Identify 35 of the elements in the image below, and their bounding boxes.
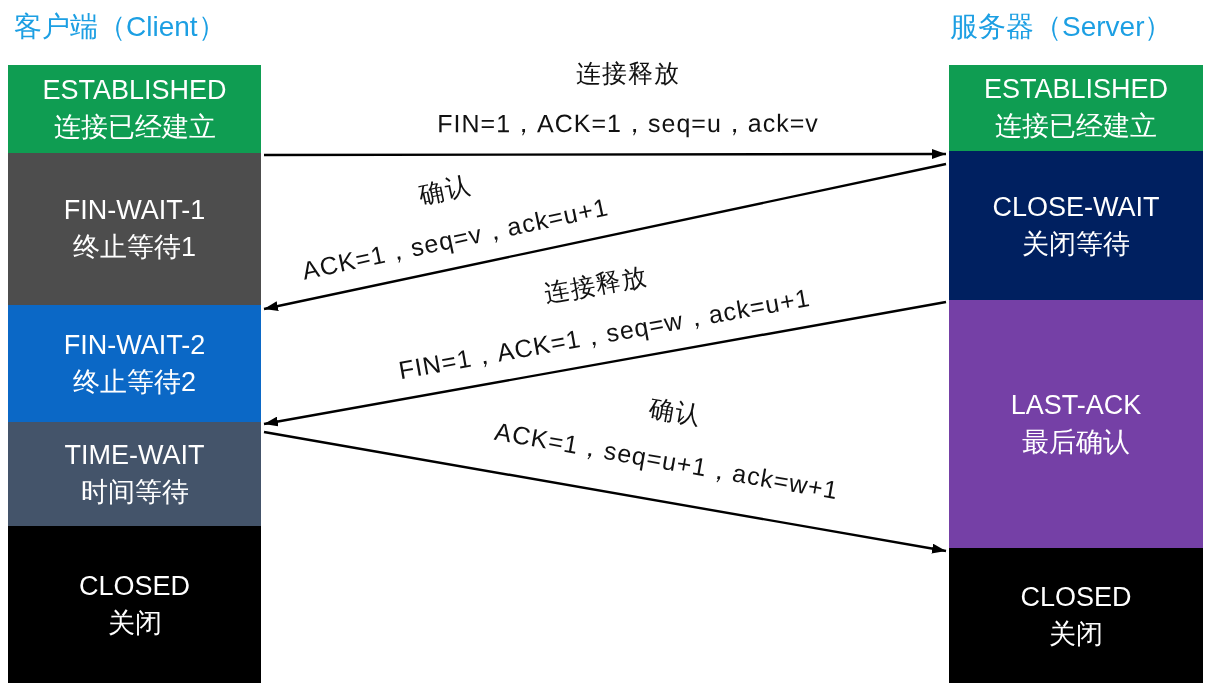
state-subtitle: 最后确认 <box>1022 426 1130 459</box>
state-box <box>949 300 1203 548</box>
arrow <box>263 300 947 427</box>
arrow <box>264 149 946 159</box>
state-box <box>8 65 261 153</box>
state-subtitle: 关闭 <box>107 606 162 640</box>
state-name: CLOSED <box>1020 580 1132 614</box>
state-name: FIN-WAIT-2 <box>63 328 206 362</box>
state-name: CLOSED <box>78 569 190 603</box>
edge-label: 确认 ACK=1，seq=u+1，ack=w+1 <box>491 392 842 507</box>
state-box <box>949 65 1203 151</box>
state-box <box>949 151 1203 300</box>
state-box <box>8 422 261 526</box>
state-name: TIME-WAIT <box>64 439 205 472</box>
column-heading: 服务器（Server） <box>950 10 1173 44</box>
state-subtitle: 关闭 <box>1049 617 1103 651</box>
state-box <box>8 153 261 305</box>
state-subtitle: 连接已经建立 <box>53 111 216 144</box>
state-box <box>949 548 1203 683</box>
state-name: CLOSE-WAIT <box>992 190 1160 224</box>
state-name: LAST-ACK <box>1010 389 1142 422</box>
edge-label: 连接释放 FIN=1，ACK=1，seq=u，ack=v <box>437 57 819 140</box>
state-box <box>8 526 261 683</box>
state-subtitle: 终止等待1 <box>73 231 196 264</box>
arrow <box>263 162 947 311</box>
state-name: ESTABLISHED <box>983 73 1169 106</box>
column-heading: 客户端（Client） <box>14 10 226 44</box>
state-name: ESTABLISHED <box>42 74 227 107</box>
state-name: FIN-WAIT-1 <box>63 194 206 227</box>
state-subtitle: 时间等待 <box>80 476 189 509</box>
arrow <box>263 430 947 554</box>
state-subtitle: 关闭等待 <box>1022 227 1130 261</box>
state-subtitle: 终止等待2 <box>73 365 196 399</box>
state-subtitle: 连接已经建立 <box>995 110 1157 143</box>
state-box <box>8 305 261 422</box>
